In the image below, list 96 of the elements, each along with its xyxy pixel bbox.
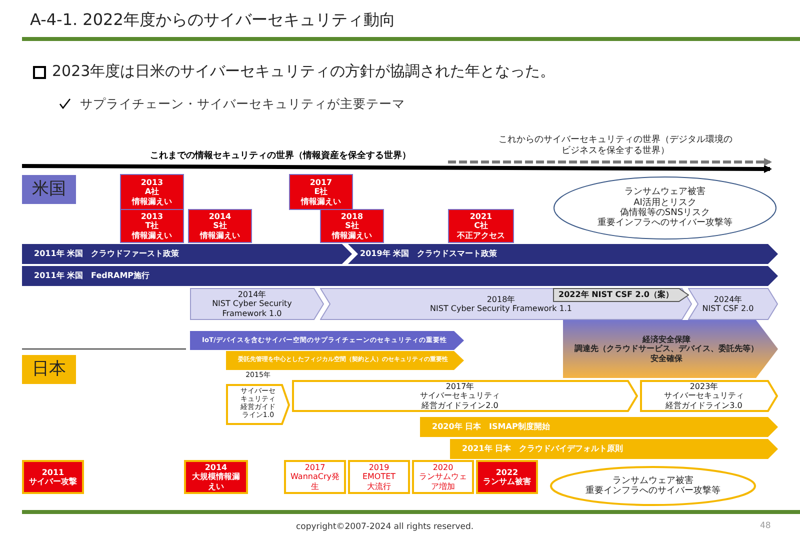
incident-box [320, 209, 384, 243]
box-text: 米国 [32, 180, 66, 200]
incident-box [120, 209, 184, 243]
box-text: サイバーセキュリティ [420, 391, 500, 401]
theme-band [190, 331, 464, 350]
incident-box [412, 460, 474, 494]
box-text: 2011年 米国 クラウドファースト政策 [34, 249, 180, 259]
country-tag [22, 355, 76, 384]
box-text: 2019 [368, 463, 390, 472]
box-text: 2017 [304, 463, 326, 472]
box-text: 2022年 NIST CSF 2.0（案） [558, 290, 674, 300]
slide-title: A-4-1. 2022年度からのサイバーセキュリティ動向 [30, 10, 396, 31]
box-text: 2013 [140, 212, 164, 222]
incident-box [188, 209, 252, 243]
box-text: 経営ガイドライン3.0 [666, 400, 742, 410]
draft-band [553, 288, 689, 302]
box-text: S社 [213, 221, 227, 231]
box-text: ランサム被害 [483, 477, 531, 486]
guideline-band [226, 371, 290, 425]
policy-band [348, 244, 778, 264]
box-text: T社 [145, 221, 159, 231]
era-label: これまでの情報セキュリティの世界（情報資産を保全する世界） [150, 149, 411, 162]
box-text: 2017 [310, 178, 332, 188]
box-text: 2021年 日本 クラウドバイデフォルト原則 [462, 444, 624, 454]
box-text: 情報漏えい [200, 230, 240, 240]
copyright-text: copyright©2007-2024 all rights reserved. [296, 522, 474, 532]
incident-box [348, 460, 410, 494]
incident-box [284, 460, 346, 494]
security-band [563, 320, 778, 378]
box-text: 情報漏えい [132, 196, 172, 206]
country-tag [22, 175, 76, 204]
box-text: 2020 [432, 463, 454, 472]
box-text: 重要インフラへのサイバー攻撃等 [586, 486, 720, 496]
box-text: 2019年 米国 クラウドスマート政策 [360, 249, 498, 259]
box-text: 2011年 米国 FedRAMP施行 [34, 271, 150, 281]
box-text: 調達先（クラウドサービス、デバイス、委託先等） [574, 344, 758, 354]
policy-band [22, 266, 778, 286]
box-text: 2018年 [486, 294, 516, 304]
box-text: 情報漏えい [301, 196, 341, 206]
framework-band [190, 288, 324, 320]
policy-band [22, 244, 352, 264]
policy-band [450, 439, 778, 459]
box-text: サイバーセキュリティ [664, 391, 744, 401]
box-text: 2014年 [238, 290, 266, 300]
box-text: 重要インフラへのサイバー攻撃等 [598, 218, 732, 229]
box-text: 不正アクセス [457, 230, 505, 240]
guideline-band [640, 380, 778, 412]
box-text: 2023年 [690, 382, 718, 392]
sub-bullet-text: サプライチェーン・サイバーセキュリティが主要テーマ [80, 96, 405, 113]
box-text: 2022 [496, 468, 518, 477]
box-text: AI活用とリスク [634, 198, 696, 208]
box-text: ランサムウェア増加 [418, 472, 468, 491]
box-text: 2017年 [446, 382, 474, 392]
box-text: S社 [345, 221, 359, 231]
incident-box [120, 174, 184, 210]
risk-ellipse [553, 176, 777, 240]
box-text: NIST CSF 2.0 [702, 304, 754, 314]
box-text: 2020年 日本 ISMAP制度開始 [432, 422, 550, 432]
incident-box [289, 174, 353, 210]
box-text: NIST Cyber Security Framework 1.0 [211, 299, 293, 318]
box-text: 安全確保 [650, 354, 682, 363]
box-text: 2024年 [714, 294, 742, 304]
box-text: ランサムウェア被害 [612, 476, 694, 486]
box-text: C社 [474, 221, 488, 231]
box-text: 経営ガイドライン2.0 [422, 400, 498, 410]
box-text: 情報漏えい [132, 230, 172, 240]
box-text: 2014 [208, 212, 232, 222]
box-text: 2011 [42, 468, 64, 477]
box-text: サイバー攻撃 [29, 477, 77, 486]
box-text: 偽情報等のSNSリスク [620, 208, 710, 218]
box-text: WannaCry発生 [290, 472, 340, 491]
box-text: 情報漏えい [332, 230, 372, 240]
box-text: 2021 [470, 212, 492, 222]
box-text: 大規模情報漏えい [191, 472, 241, 491]
era-label: これからのサイバーセキュリティの世界（デジタル環境のビジネスを保全する世界） [498, 135, 733, 158]
box-text: 2018 [340, 212, 364, 222]
box-text: E社 [314, 187, 328, 197]
box-text: 経済安全保障 [642, 335, 690, 344]
guideline-band [292, 380, 638, 412]
box-text: 日本 [32, 360, 66, 380]
box-text: EMOTET [362, 472, 396, 482]
incident-box [448, 209, 514, 243]
box-text: NIST Cyber Security Framework 1.1 [430, 304, 572, 314]
box-text: A社 [144, 187, 160, 197]
box-text: 2013 [140, 178, 164, 188]
incident-box [476, 460, 538, 494]
risk-ellipse [550, 466, 756, 506]
box-text: 大流行 [367, 482, 391, 491]
page-number: 48 [760, 521, 771, 531]
policy-band [420, 417, 778, 437]
bullet-text: 2023年度は日米のサイバーセキュリティの方針が協調された年となった。 [52, 62, 556, 81]
theme-band [226, 351, 464, 370]
incident-box [22, 460, 84, 494]
box-text: ランサムウェア被害 [624, 187, 706, 198]
incident-box [184, 460, 248, 494]
box-text: 2014 [204, 463, 228, 472]
